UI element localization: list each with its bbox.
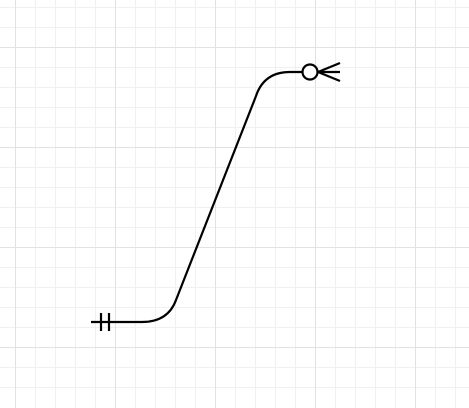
relationship-connector[interactable]	[91, 61, 341, 331]
crowsfoot-zero-or-many-icon	[301, 61, 341, 83]
connector-line[interactable]	[91, 70, 302, 324]
crowsfoot-one-and-only-one-icon	[99, 313, 111, 331]
